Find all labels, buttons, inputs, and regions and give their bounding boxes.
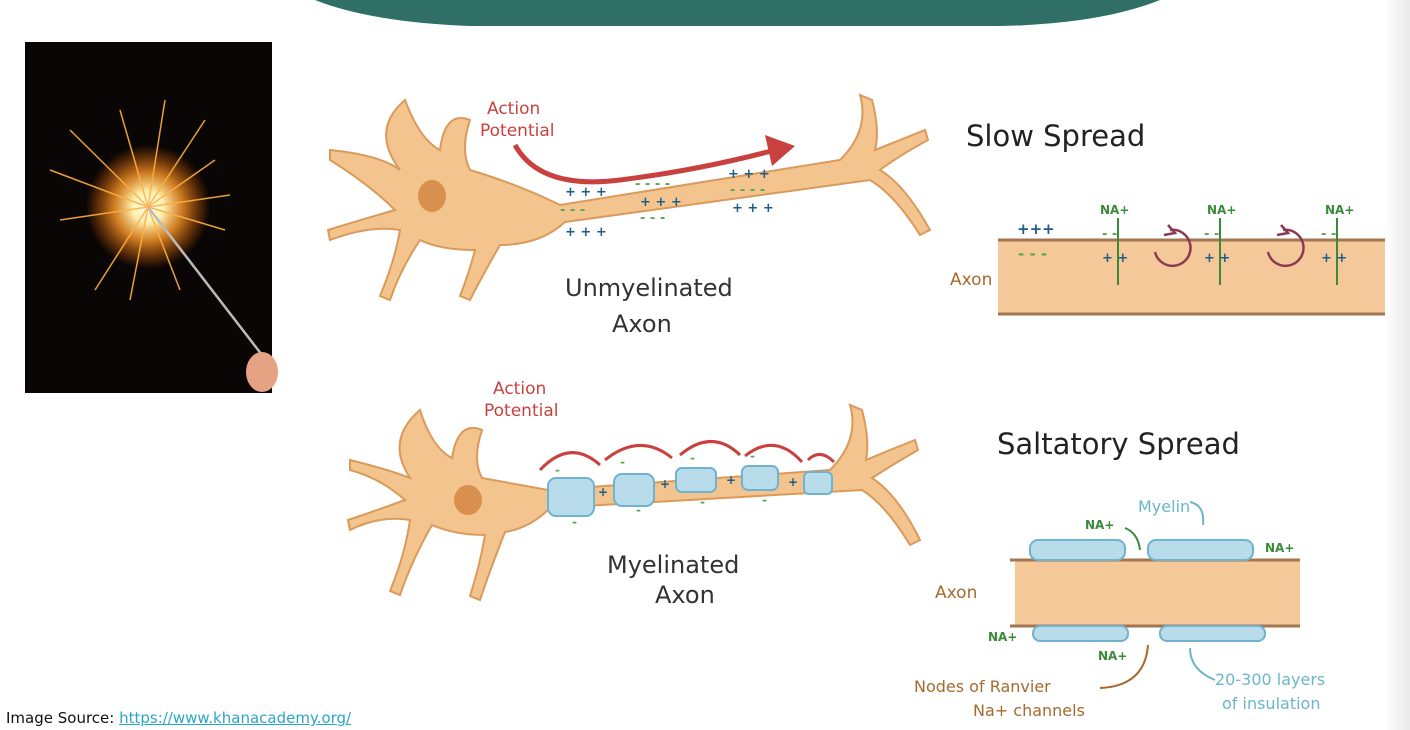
action-potential-label-top-1: Action	[487, 99, 540, 119]
myelinated-label-1: Myelinated	[607, 551, 739, 579]
myelin-sheaths	[547, 465, 833, 517]
svg-text:+: +	[726, 473, 736, 487]
svg-text:- -: - -	[1321, 227, 1336, 242]
image-source-line: Image Source: https://www.khanacademy.or…	[6, 709, 351, 727]
na-lower-mid-label: NA+	[1098, 649, 1127, 663]
na-myelin-left-label: NA+	[1085, 518, 1114, 532]
na-label-1: NA+	[1100, 203, 1129, 217]
svg-text:-: -	[572, 515, 577, 529]
unmyelinated-label-2: Axon	[612, 310, 672, 338]
myelin-blocks-bottom	[1029, 539, 1266, 642]
svg-text:-: -	[700, 495, 705, 509]
saltatory-spread-title: Saltatory Spread	[997, 427, 1240, 461]
myelin-label: Myelin	[1138, 497, 1190, 516]
nodes-of-ranvier-label: Nodes of Ranvier	[914, 677, 1051, 696]
svg-text:-: -	[750, 449, 755, 463]
charge-plus-top: +++	[1017, 220, 1055, 238]
svg-text:- - - -: - - - -	[635, 177, 670, 192]
layers-label-2: of insulation	[1222, 694, 1320, 713]
axon-segment-top	[998, 240, 1410, 314]
svg-text:+ + +: + + +	[732, 201, 774, 216]
image-source-prefix: Image Source:	[6, 709, 120, 727]
svg-text:-: -	[620, 455, 625, 469]
na-lower-left-label: NA+	[988, 630, 1017, 644]
saltatory-jump-arrows	[538, 440, 836, 472]
svg-text:- - -: - - -	[640, 211, 665, 226]
na-channels-top: - - - - - - + + + + + +	[1102, 218, 1347, 285]
svg-text:-: -	[690, 451, 695, 465]
svg-text:+: +	[598, 485, 608, 499]
svg-text:- -: - -	[1102, 227, 1117, 242]
na-entry-arrow	[1124, 527, 1141, 551]
myelin-pointer	[1189, 501, 1205, 526]
charge-minus-top: - - -	[1018, 245, 1047, 263]
current-loop-icons	[1153, 224, 1305, 268]
na-label-2: NA+	[1207, 203, 1236, 217]
svg-text:+ + +: + + +	[728, 167, 770, 182]
svg-text:+: +	[788, 475, 798, 489]
svg-text:- - -: - - -	[560, 203, 585, 218]
action-potential-label-bottom-2: Potential	[484, 401, 558, 421]
arrowhead-top	[765, 135, 795, 166]
page-edge-shadow	[1385, 0, 1410, 730]
sparkler-photo	[25, 42, 278, 393]
svg-text:+ + +: + + +	[565, 225, 607, 240]
slow-spread-title: Slow Spread	[966, 119, 1145, 153]
image-source-link[interactable]: https://www.khanacademy.org/	[119, 709, 352, 727]
layers-pointer	[1189, 647, 1216, 681]
action-potential-label-top-2: Potential	[480, 121, 554, 141]
svg-text:-: -	[762, 493, 767, 507]
svg-text:+ +: + +	[1204, 251, 1230, 266]
svg-text:+ +: + +	[1102, 251, 1128, 266]
unmyelinated-label-1: Unmyelinated	[565, 274, 733, 302]
svg-text:- - - -: - - - -	[730, 183, 765, 198]
action-potential-arrow-top	[512, 143, 776, 185]
na-myelin-right-label: NA+	[1265, 541, 1294, 555]
svg-text:-: -	[555, 463, 560, 477]
svg-text:- -: - -	[1204, 227, 1219, 242]
svg-text:-: -	[636, 503, 641, 517]
myelinated-label-2: Axon	[655, 581, 715, 609]
svg-text:+ + +: + + +	[565, 185, 607, 200]
layers-label-1: 20-300 layers	[1215, 670, 1325, 689]
nodes-pointer	[1099, 644, 1149, 689]
svg-text:+ +: + +	[1321, 251, 1347, 266]
na-label-3: NA+	[1325, 203, 1354, 217]
svg-text:+: +	[660, 477, 670, 491]
axon-segment-bottom	[1015, 560, 1300, 626]
axon-label-top: Axon	[950, 270, 992, 290]
title-banner	[315, 0, 1160, 26]
unmyelinated-neuron	[326, 93, 932, 302]
ion-charges-bottom: - - - - + + + + - - - -	[555, 449, 798, 529]
na-channels-label: Na+ channels	[973, 701, 1085, 720]
svg-text:+ + +: + + +	[640, 195, 682, 210]
action-potential-label-bottom-1: Action	[493, 379, 546, 399]
ion-charges-top: + + + + + + + + + + + + + + + - - - - - …	[560, 167, 774, 240]
axon-label-bottom: Axon	[935, 583, 977, 603]
